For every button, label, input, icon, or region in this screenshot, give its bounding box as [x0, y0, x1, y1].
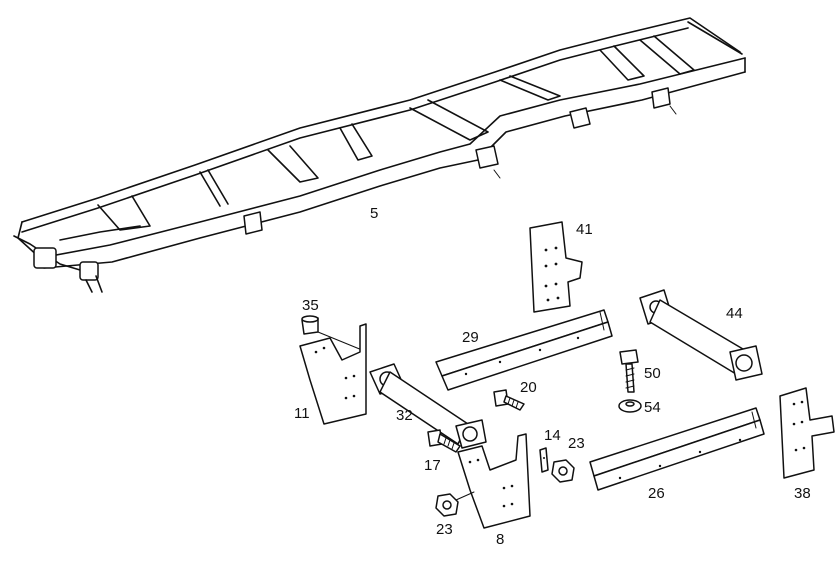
callout-23-lower: 23	[436, 521, 453, 538]
callout-5: 5	[370, 205, 378, 222]
bracket-41	[529, 221, 583, 313]
plate-14	[539, 447, 549, 473]
frame-bracket-3	[569, 107, 591, 129]
bracket-38	[779, 387, 835, 479]
callout-17: 17	[424, 457, 441, 474]
washer-54	[618, 399, 642, 413]
bracket-11	[299, 323, 367, 425]
callout-11: 11	[294, 405, 310, 422]
callout-41: 41	[576, 221, 593, 238]
callout-54: 54	[644, 399, 661, 416]
callout-38: 38	[794, 485, 811, 502]
rail-29	[435, 309, 613, 391]
chassis-frame	[13, 17, 746, 293]
bolt-50	[619, 349, 639, 393]
rail-26	[589, 407, 765, 491]
callout-35: 35	[302, 297, 319, 314]
callout-14: 14	[544, 427, 561, 444]
front-hook-right	[79, 261, 99, 281]
callout-23-upper: 23	[568, 435, 585, 452]
bracket-8	[457, 433, 531, 529]
bolt-20	[493, 389, 525, 411]
callout-20: 20	[520, 379, 537, 396]
nut-23b	[435, 491, 475, 517]
callout-8: 8	[496, 531, 504, 548]
nut-23a	[551, 459, 575, 483]
callout-29: 29	[462, 329, 479, 346]
callout-26: 26	[648, 485, 665, 502]
frame-bracket-1	[243, 211, 263, 235]
front-hook-left	[33, 247, 57, 269]
callout-50: 50	[644, 365, 661, 382]
bolt-17	[427, 429, 461, 453]
frame-bracket-4	[651, 87, 671, 109]
frame-bracket-2	[475, 145, 499, 169]
crossmember-44	[639, 289, 763, 381]
callout-32: 32	[396, 407, 413, 424]
callout-44: 44	[726, 305, 743, 322]
bushing-35	[301, 315, 363, 351]
